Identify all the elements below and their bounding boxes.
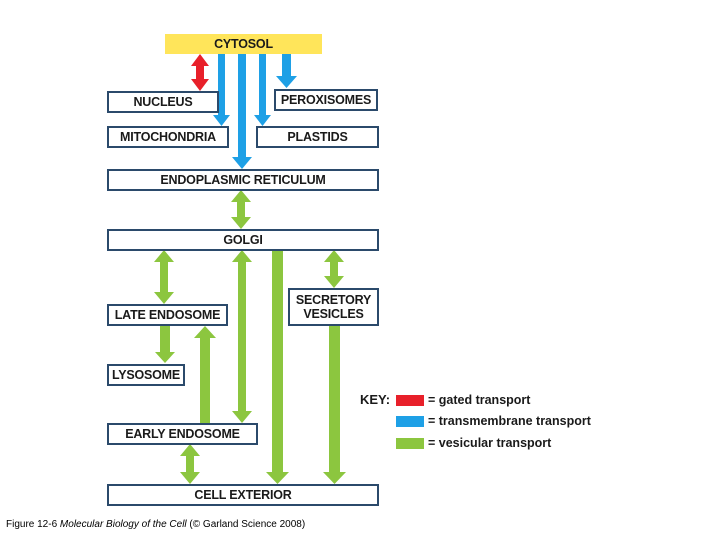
vesicular-arrow-early-endosome-cell-exterior xyxy=(180,444,200,484)
transmembrane-arrow-peroxisomes xyxy=(276,54,297,88)
gated-arrow-cytosol-nucleus xyxy=(191,54,209,91)
vesicular-arrow-er-golgi xyxy=(231,190,251,229)
vesicular-arrow-golgi-secretory xyxy=(324,250,344,288)
gated-swatch xyxy=(396,394,424,406)
key-label-transmembrane: = transmembrane transport xyxy=(428,414,591,428)
lysosome-box: LYSOSOME xyxy=(107,364,185,386)
transmembrane-swatch xyxy=(396,415,424,427)
vesicular-arrow-golgi-early-endosome xyxy=(232,250,252,423)
vesicular-arrow-early-to-late-endosome xyxy=(194,326,216,423)
golgi-label: GOLGI xyxy=(223,233,263,247)
secretory-vesicles-box: SECRETORY VESICLES xyxy=(288,288,379,326)
secretory-vesicles-label-line2: VESICLES xyxy=(303,307,364,321)
cytosol-box: CYTOSOL xyxy=(165,34,322,54)
mitochondria-box: MITOCHONDRIA xyxy=(107,126,229,148)
figure-caption: Figure 12-6 Molecular Biology of the Cel… xyxy=(6,519,305,530)
peroxisomes-label: PEROXISOMES xyxy=(280,93,372,107)
secretory-vesicles-label-line1: SECRETORY xyxy=(295,293,372,307)
endoplasmic-reticulum-label: ENDOPLASMIC RETICULUM xyxy=(160,173,326,187)
mitochondria-label: MITOCHONDRIA xyxy=(120,130,216,144)
nucleus-label: NUCLEUS xyxy=(133,95,193,109)
plastids-box: PLASTIDS xyxy=(256,126,379,148)
early-endosome-box: EARLY ENDOSOME xyxy=(107,423,258,445)
early-endosome-label: EARLY ENDOSOME xyxy=(125,427,240,441)
key-title: KEY: xyxy=(360,392,391,407)
cell-exterior-label: CELL EXTERIOR xyxy=(194,488,292,502)
late-endosome-box: LATE ENDOSOME xyxy=(107,304,228,326)
caption-suffix: (© Garland Science 2008) xyxy=(186,519,306,530)
endoplasmic-reticulum-box: ENDOPLASMIC RETICULUM xyxy=(107,169,379,191)
vesicular-arrow-golgi-cell-exterior xyxy=(266,250,289,484)
cytosol-label: CYTOSOL xyxy=(214,37,273,51)
golgi-box: GOLGI xyxy=(107,229,379,251)
vesicular-arrow-late-endosome-lysosome xyxy=(155,326,175,363)
key-item-gated: = gated transport xyxy=(396,393,530,407)
caption-prefix: Figure 12-6 xyxy=(6,519,60,530)
transmembrane-arrow-er xyxy=(232,54,252,169)
nucleus-box: NUCLEUS xyxy=(107,91,219,113)
caption-book-title: Molecular Biology of the Cell xyxy=(59,519,187,530)
peroxisomes-box: PEROXISOMES xyxy=(274,89,378,111)
key-label-vesicular: = vesicular transport xyxy=(428,436,552,450)
key-item-transmembrane: = transmembrane transport xyxy=(396,414,591,428)
key-label-gated: = gated transport xyxy=(428,393,531,407)
plastids-label: PLASTIDS xyxy=(287,130,348,144)
late-endosome-label: LATE ENDOSOME xyxy=(114,308,221,322)
cell-exterior-box: CELL EXTERIOR xyxy=(107,484,379,506)
lysosome-label: LYSOSOME xyxy=(111,368,181,382)
transmembrane-arrow-plastids xyxy=(254,54,271,126)
transmembrane-arrow-mitochondria xyxy=(213,54,230,126)
key-item-vesicular: = vesicular transport xyxy=(396,436,551,450)
vesicular-swatch xyxy=(396,437,424,449)
vesicular-arrow-golgi-late-endosome xyxy=(154,250,174,304)
vesicular-arrow-secretory-cell-exterior xyxy=(323,326,346,484)
